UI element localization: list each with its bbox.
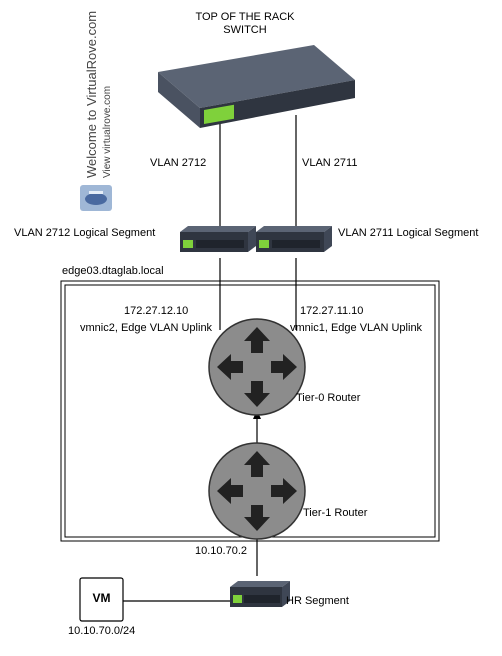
vlan2712-label: VLAN 2712 xyxy=(150,157,207,169)
watermark-subtitle: View virtualrove.com xyxy=(102,85,113,178)
downlink-ip: 10.10.70.2 xyxy=(195,545,247,557)
vlan2711-segment-label: VLAN 2711 Logical Segment xyxy=(338,227,479,239)
tier0-router-label: Tier-0 Router xyxy=(296,392,361,404)
vlan2711-switch xyxy=(256,226,332,252)
edge-left-ip: 172.27.12.10 xyxy=(124,305,189,317)
edge-right-ip: 172.27.11.10 xyxy=(300,305,364,317)
hr-segment-label: HR Segment xyxy=(286,595,349,607)
tor-switch-ports xyxy=(204,104,234,125)
tor-switch-label-line1: TOP OF THE RACK xyxy=(195,11,295,23)
virtualrove-logo xyxy=(80,185,112,211)
vm-subnet: 10.10.70.0/24 xyxy=(68,625,136,637)
tor-switch xyxy=(158,45,355,128)
tier0-router-icon xyxy=(208,318,306,416)
edge-left-uplink: vmnic2, Edge VLAN Uplink xyxy=(80,322,213,334)
tier1-router-icon xyxy=(208,442,306,540)
connection-lines xyxy=(123,115,297,602)
edge-right-uplink: vmnic1, Edge VLAN Uplink xyxy=(290,322,423,334)
vm-box xyxy=(79,577,124,622)
tor-switch-label: TOP OF THE RACK SWITCH xyxy=(190,11,300,37)
tier1-router-label: Tier-1 Router xyxy=(303,507,368,519)
hr-segment-switch xyxy=(230,581,290,607)
edge-node-name: edge03.dtaglab.local xyxy=(62,265,164,277)
vlan2712-switch xyxy=(180,226,256,252)
watermark-title: Welcome to VirtualRove.com xyxy=(84,10,99,178)
vlan2712-segment-label: VLAN 2712 Logical Segment xyxy=(14,227,156,239)
tor-switch-label-line2: SWITCH xyxy=(223,24,267,36)
vm-label: VM xyxy=(92,591,111,605)
vlan2711-label: VLAN 2711 xyxy=(302,157,358,169)
